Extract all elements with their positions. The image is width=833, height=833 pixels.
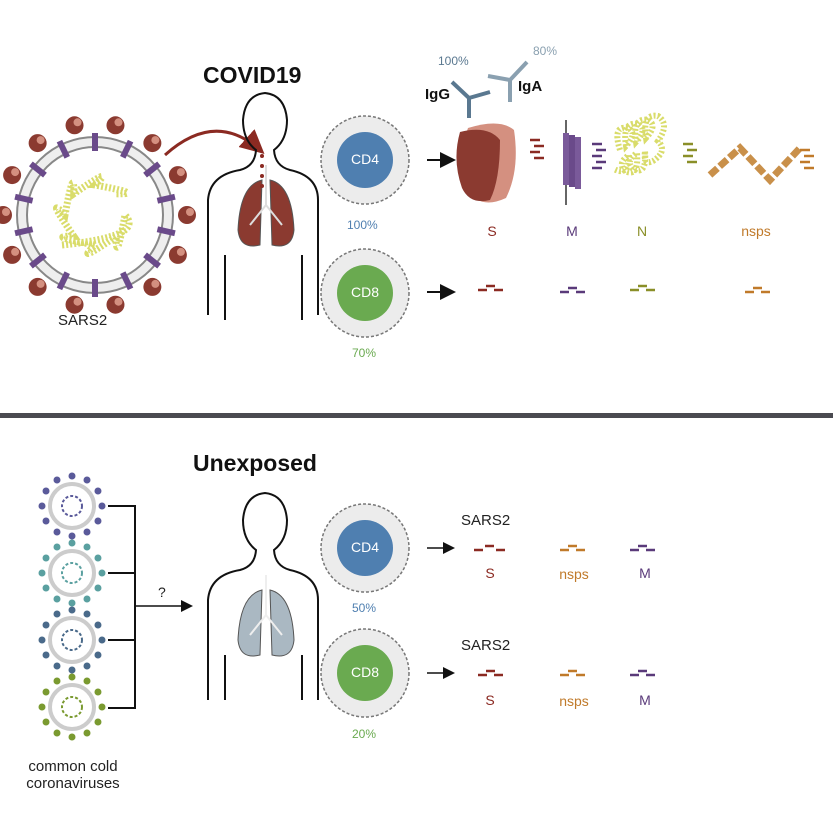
cd8-cell-covid-icon: [320, 248, 410, 338]
cd8-label: CD8: [350, 284, 379, 300]
unexposed-title: Unexposed: [193, 450, 317, 476]
cd4-unexposed-label: CD4: [350, 539, 379, 555]
membrane-protein-icon: [56, 139, 70, 159]
cd8-u-m-peptides-icon: [630, 669, 655, 677]
iga-percent: 80%: [533, 44, 558, 58]
covid-title: COVID19: [203, 62, 302, 88]
igg-label: IgG: [425, 86, 450, 103]
spike-icon: [28, 134, 47, 153]
spike-icon: [106, 295, 125, 314]
n-peptides-icon: [683, 142, 697, 164]
cd8-u-nsps-peptides-icon: [560, 669, 585, 677]
s-protein-icon: [456, 123, 516, 203]
spike-icon: [3, 166, 22, 185]
cd8-nsps-peptides-icon: [745, 286, 770, 294]
membrane-protein-icon: [156, 226, 176, 237]
iga-label: IgA: [518, 78, 543, 95]
cd4-protein-s: S: [485, 565, 495, 581]
cd8-s-peptides-icon: [478, 284, 503, 292]
membrane-protein-icon: [143, 161, 161, 178]
spike-icon: [65, 295, 84, 314]
spike-icon: [168, 245, 187, 264]
membrane-protein-icon: [56, 271, 70, 291]
spike-icon: [143, 134, 162, 153]
cd4-cell-covid-icon: [320, 115, 410, 205]
cold-viruses-label: common cold coronaviruses: [18, 758, 128, 792]
membrane-protein-icon: [156, 193, 176, 204]
protein-s-label: S: [487, 223, 497, 239]
spike-icon: [178, 206, 196, 224]
igg-antibody-icon: [450, 80, 491, 118]
m-protein-icon: [563, 120, 581, 205]
cd4-protein-nsps: nsps: [559, 566, 589, 582]
cd4-protein-m: M: [639, 565, 651, 581]
cd4-label: CD4: [350, 151, 379, 167]
nsps-peptides-icon: [800, 148, 814, 170]
iga-antibody-icon: [487, 60, 529, 102]
membrane-protein-icon: [120, 271, 134, 291]
human-unexposed-icon: [207, 491, 319, 700]
cold-viruses-label-line2: coronaviruses: [26, 775, 120, 792]
cold-virus-icon: [38, 606, 106, 674]
spike-icon: [65, 116, 84, 135]
cd8-target-label: SARS2: [461, 637, 511, 654]
cd4-percent: 100%: [347, 218, 378, 232]
virus-bracket: [108, 505, 136, 709]
cd4-unexposed-percent: 50%: [352, 601, 377, 615]
spike-icon: [3, 245, 22, 264]
infection-arrow: [163, 129, 265, 157]
question-mark: ?: [158, 584, 166, 600]
cd8-u-s-peptides-icon: [478, 669, 503, 677]
cold-virus-icon: [38, 673, 106, 741]
membrane-protein-icon: [120, 139, 134, 159]
lungs-unexposed-icon: [237, 575, 295, 657]
cd8-m-peptides-icon: [560, 286, 585, 294]
section-divider: [0, 413, 833, 418]
spike-icon: [106, 116, 125, 135]
membrane-protein-icon: [29, 161, 47, 178]
cd4-u-s-peptides-icon: [474, 544, 505, 552]
cd4-u-nsps-peptides-icon: [560, 544, 585, 552]
n-protein-icon: [612, 112, 667, 176]
protein-nsps-label: nsps: [741, 223, 771, 239]
sars2-virus-icon: [0, 116, 196, 314]
cold-viruses-label-line1: common cold: [28, 758, 118, 775]
protein-m-label: M: [566, 223, 578, 239]
cd8-unexposed-label: CD8: [350, 664, 379, 680]
membrane-protein-icon: [14, 193, 34, 204]
cd8-protein-m: M: [639, 692, 651, 708]
cd8-unexposed-percent: 20%: [352, 727, 377, 741]
m-peptides-icon: [592, 142, 606, 170]
membrane-protein-icon: [14, 226, 34, 237]
cd8-protein-nsps: nsps: [559, 693, 589, 709]
cd8-n-peptides-icon: [630, 284, 655, 292]
cold-virus-icon: [38, 539, 106, 607]
cd4-target-label: SARS2: [461, 512, 511, 529]
cd8-cell-unexposed-icon: [320, 628, 410, 718]
spike-icon: [143, 277, 162, 296]
igg-percent: 100%: [438, 54, 469, 68]
cd4-cell-unexposed-icon: [320, 503, 410, 593]
lungs-covid-icon: [237, 154, 295, 247]
nsps-protein-icon: [707, 143, 803, 186]
human-covid-icon: [207, 91, 319, 320]
cd4-u-m-peptides-icon: [630, 544, 655, 552]
sars2-label: SARS2: [58, 312, 108, 329]
membrane-protein-icon: [143, 252, 161, 269]
cd8-percent: 70%: [352, 346, 377, 360]
s-peptides-icon: [530, 138, 544, 160]
membrane-protein-icon: [29, 252, 47, 269]
cold-virus-icon: [38, 472, 106, 540]
cd8-protein-s: S: [485, 692, 495, 708]
spike-icon: [28, 277, 47, 296]
spike-icon: [168, 166, 187, 185]
protein-n-label: N: [636, 223, 648, 239]
